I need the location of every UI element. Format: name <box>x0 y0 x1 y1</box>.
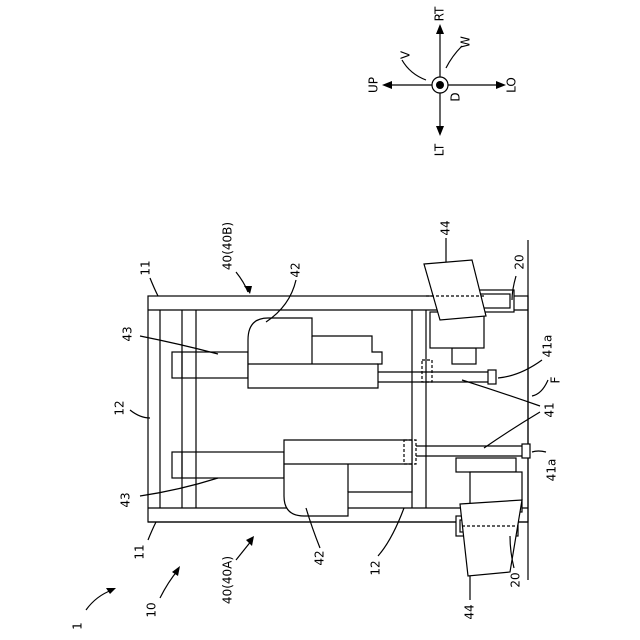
direction-compass: RT LT UP LO V W D <box>367 6 519 156</box>
leader-43-bottom <box>140 478 218 496</box>
leader-v <box>402 60 426 80</box>
leader-41a-top <box>498 360 542 378</box>
arrow-rt-icon <box>436 24 444 34</box>
label-44-top: 44 <box>439 220 453 235</box>
label-40a: 40(40A) <box>221 556 235 604</box>
hand-a-connector <box>456 458 516 472</box>
compass-label-lt: LT <box>433 143 447 156</box>
compass-label-d: D <box>449 92 463 101</box>
label-1: 1 <box>71 622 85 630</box>
label-20-top: 20 <box>513 254 527 269</box>
compass-label-rt: RT <box>433 6 447 21</box>
label-12-top: 12 <box>113 400 127 415</box>
label-41: 41 <box>543 402 557 417</box>
label-20-bottom: 20 <box>509 572 523 587</box>
arrow-lt-icon <box>436 126 444 136</box>
hand-b-connector <box>452 348 476 364</box>
leader-12-top <box>130 410 150 418</box>
leader-40a-arrow-icon <box>246 536 254 546</box>
label-10: 10 <box>145 602 159 617</box>
compass-label-v: V <box>399 50 413 59</box>
label-41a-bottom: 41a <box>545 459 559 482</box>
rail-43-b <box>172 352 248 378</box>
leader-40b-arrow-icon <box>244 286 252 294</box>
leader-12-bottom <box>378 508 404 556</box>
arm-41-b-joint <box>422 360 432 382</box>
robot-42-b-body <box>248 318 382 388</box>
leader-11-bottom <box>148 522 156 540</box>
label-12-bottom: 12 <box>369 560 383 575</box>
label-42-top: 42 <box>289 262 303 277</box>
label-43-top: 43 <box>121 326 135 341</box>
label-42-bottom: 42 <box>313 550 327 565</box>
leader-f <box>532 380 548 396</box>
arrow-up-icon <box>382 81 392 89</box>
leader-40b <box>236 272 248 292</box>
leader-41a-bottom <box>532 451 546 452</box>
leader-42-top <box>266 280 296 322</box>
label-43-bottom: 43 <box>119 492 133 507</box>
leader-1-arrow-icon <box>106 588 116 594</box>
compass-label-up: UP <box>367 77 381 93</box>
label-44-bottom: 44 <box>463 604 477 619</box>
label-40b: 40(40B) <box>221 222 235 270</box>
rail-43-a <box>172 452 284 478</box>
tip-41a-a <box>522 444 530 458</box>
compass-label-lo: LO <box>505 77 519 93</box>
tip-41a-b <box>488 370 496 384</box>
gripper-44-b <box>424 260 486 320</box>
out-of-plane-dot-icon <box>436 81 444 89</box>
leader-43-top <box>140 336 218 354</box>
leader-41-to-a <box>484 412 540 448</box>
leader-10 <box>160 570 178 598</box>
leader-w <box>446 46 462 68</box>
compass-label-w: W <box>459 36 473 48</box>
label-11-bottom: 11 <box>133 544 147 559</box>
leader-1 <box>86 590 112 610</box>
label-f: F <box>549 376 563 383</box>
unit-40b <box>172 260 514 388</box>
leader-11-top <box>150 278 158 296</box>
leader-10-arrow-icon <box>172 566 180 576</box>
label-11-top: 11 <box>139 260 153 275</box>
label-41a-top: 41a <box>541 335 555 358</box>
